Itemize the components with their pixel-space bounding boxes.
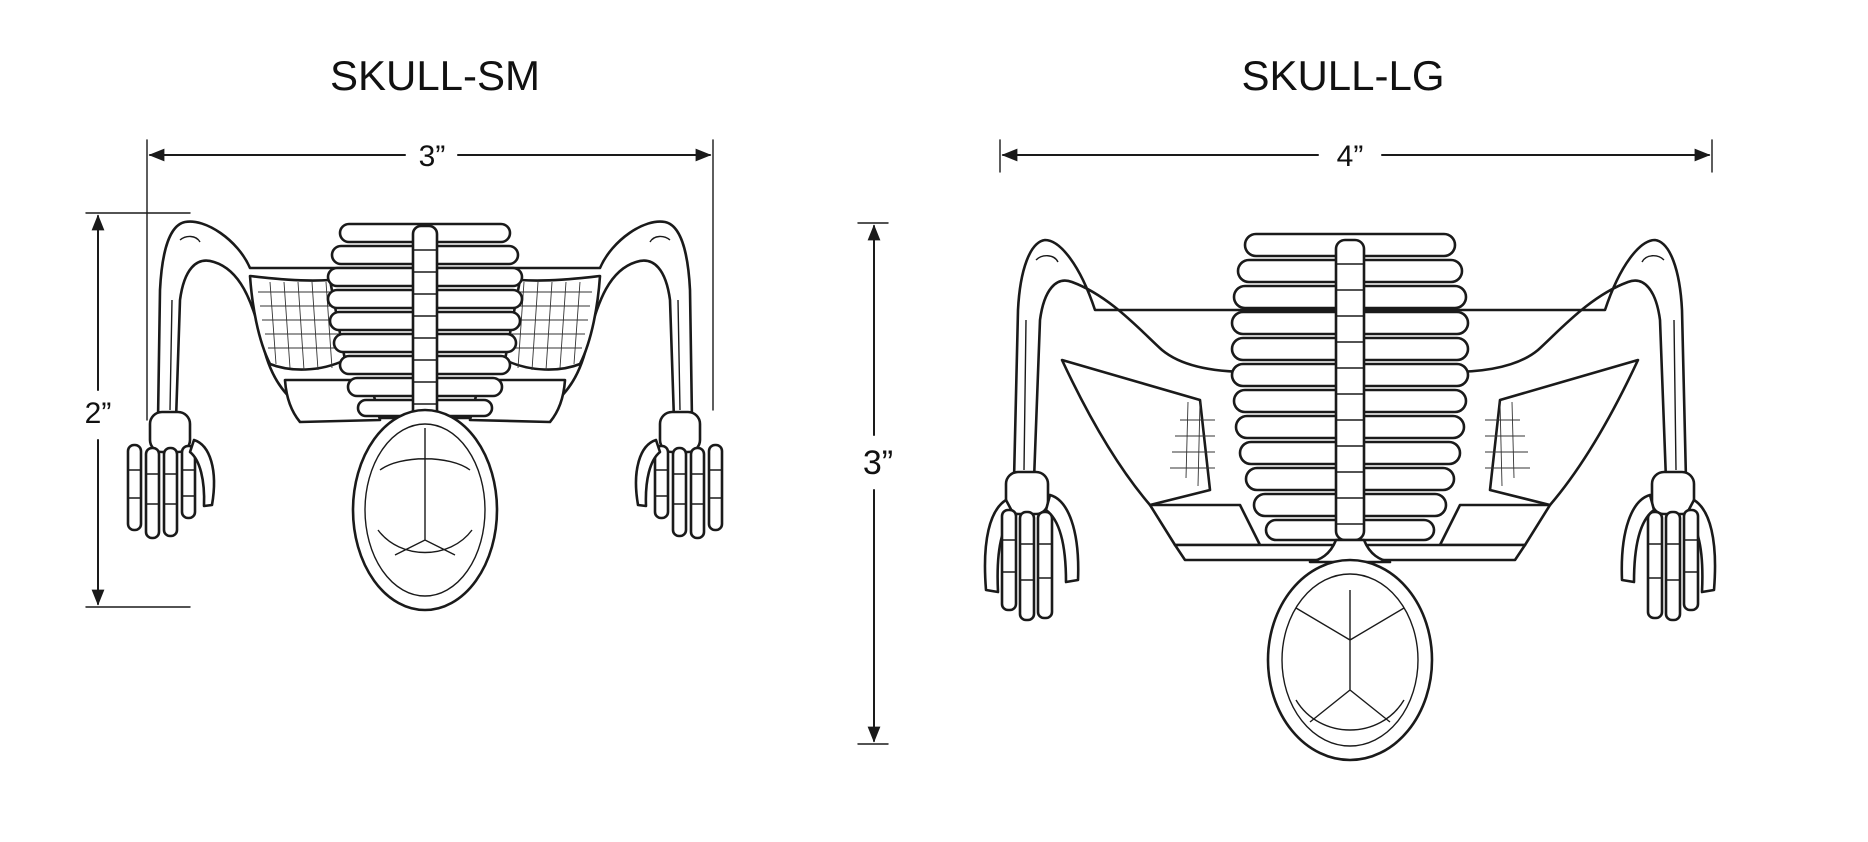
large-width-label: 4” (1337, 140, 1364, 173)
small-right-hand (634, 410, 724, 540)
large-skeleton-drawing (983, 232, 1717, 762)
large-product-title: SKULL-LG (1241, 52, 1444, 99)
small-skeleton-drawing (126, 220, 724, 612)
large-height-dimension: 3” (857, 222, 893, 745)
large-left-hand (983, 470, 1080, 622)
small-left-hand (126, 410, 216, 540)
small-product-title: SKULL-SM (330, 52, 540, 99)
small-width-dimension: 3” (146, 139, 714, 421)
small-height-dimension: 2” (85, 212, 191, 608)
small-height-label: 2” (85, 397, 112, 430)
small-width-label: 3” (419, 140, 446, 173)
large-width-dimension: 4” (999, 139, 1713, 173)
large-height-label: 3” (863, 444, 893, 482)
large-right-hand (1620, 470, 1717, 622)
